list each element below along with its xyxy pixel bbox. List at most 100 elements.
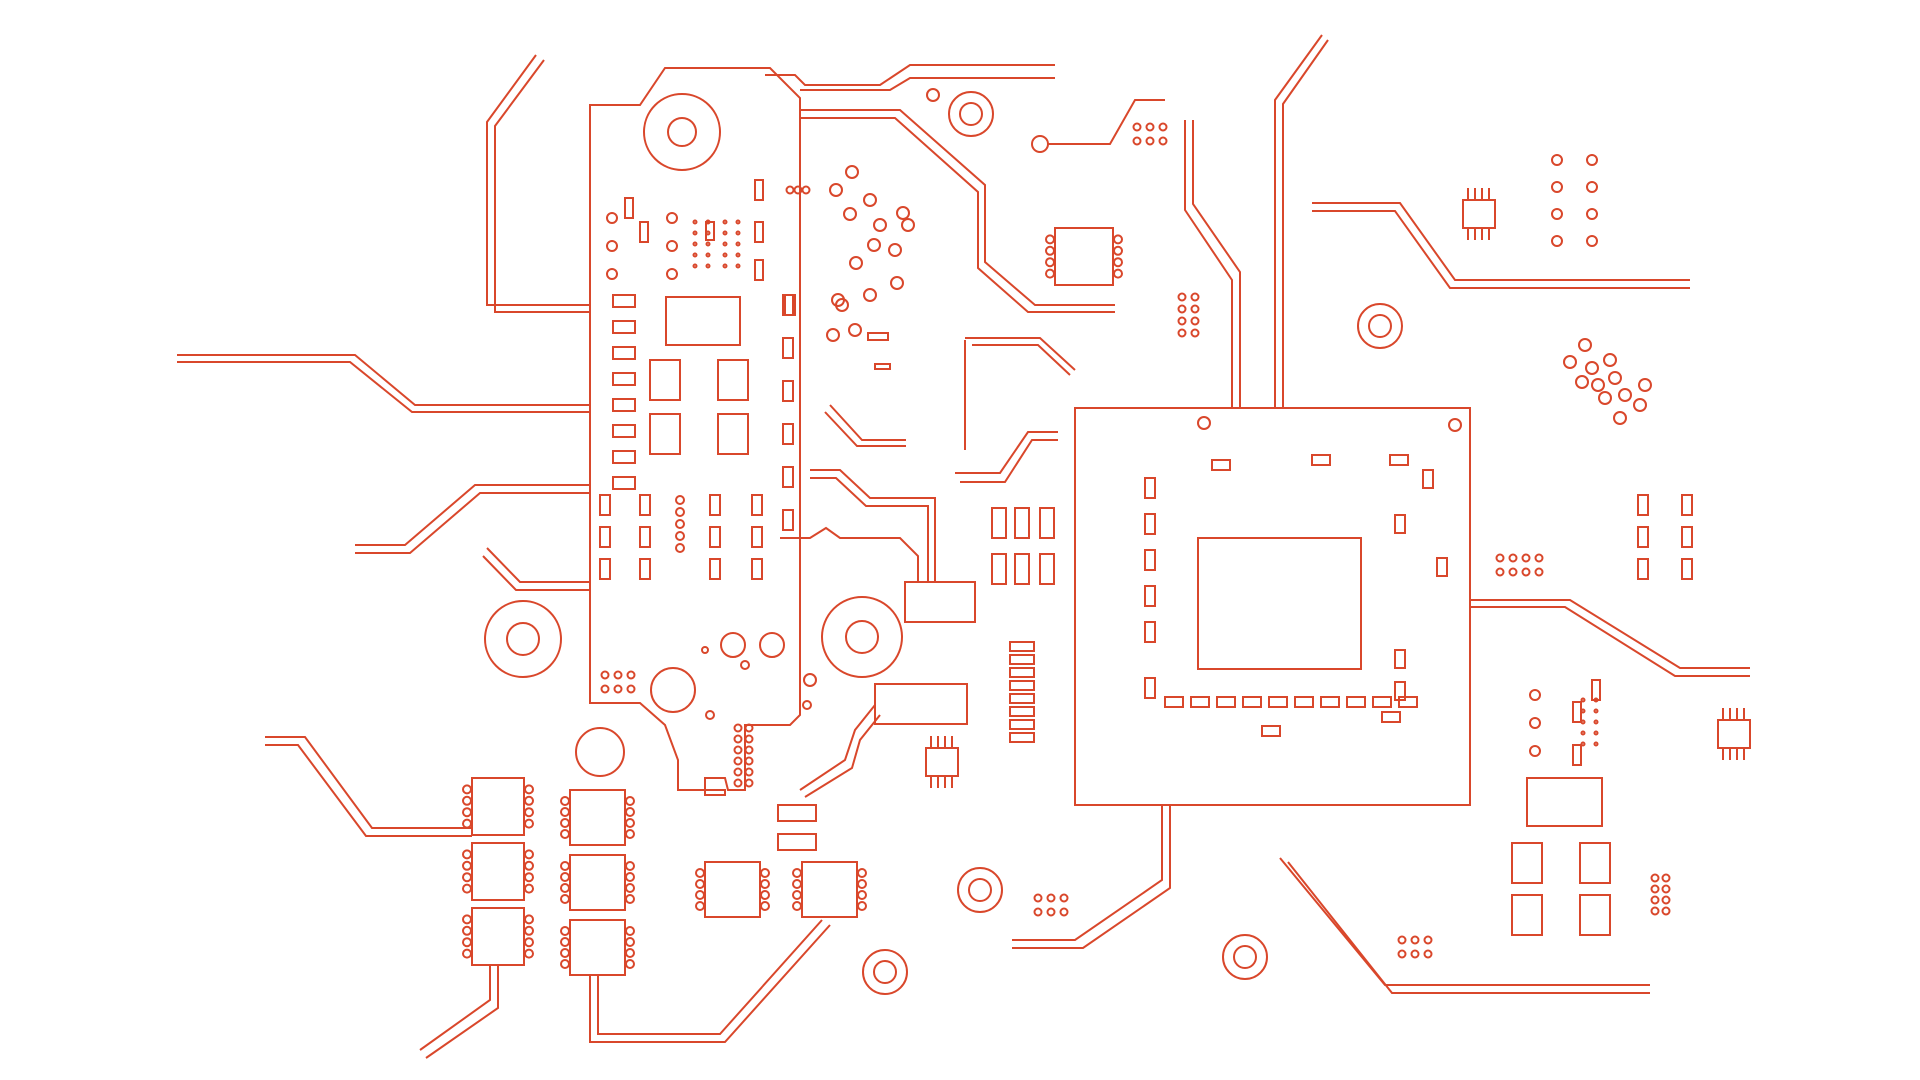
via	[463, 820, 471, 828]
via	[1179, 330, 1186, 337]
smd-pad	[710, 559, 720, 579]
via	[463, 938, 471, 946]
via	[1530, 718, 1540, 728]
smd-pad	[783, 424, 793, 444]
via	[804, 674, 816, 686]
trace	[800, 110, 1115, 305]
pad	[1580, 843, 1610, 883]
via	[735, 758, 742, 765]
via	[735, 725, 742, 732]
smd-pad	[1638, 495, 1648, 515]
via	[1510, 555, 1517, 562]
via	[1192, 330, 1199, 337]
smd-pad	[1682, 495, 1692, 515]
cpu-marker	[1449, 419, 1461, 431]
pad	[1373, 697, 1391, 707]
via	[1192, 294, 1199, 301]
via	[787, 187, 794, 194]
via	[724, 221, 727, 224]
pad	[1512, 843, 1542, 883]
via	[525, 808, 533, 816]
via	[724, 232, 727, 235]
trace	[825, 412, 906, 446]
pad	[778, 805, 816, 821]
trace	[972, 345, 1070, 375]
via	[463, 797, 471, 805]
via	[1595, 732, 1598, 735]
via	[1179, 294, 1186, 301]
via	[1652, 897, 1659, 904]
via	[626, 938, 634, 946]
via	[676, 520, 684, 528]
mounting-hole	[644, 94, 720, 170]
trace	[800, 118, 1115, 312]
via	[1604, 354, 1616, 366]
pad	[1390, 455, 1408, 465]
via	[830, 184, 842, 196]
via	[463, 785, 471, 793]
via	[1046, 235, 1054, 243]
via	[927, 89, 939, 101]
trace	[1275, 35, 1322, 408]
via	[1639, 379, 1651, 391]
smd-pad	[613, 347, 635, 359]
via	[602, 686, 609, 693]
via	[1035, 895, 1042, 902]
via	[626, 797, 634, 805]
via	[607, 269, 617, 279]
via	[694, 221, 697, 224]
via	[626, 927, 634, 935]
trace	[955, 432, 1058, 473]
via	[1530, 746, 1540, 756]
smd-pad	[752, 559, 762, 579]
pad	[1217, 697, 1235, 707]
via	[737, 243, 740, 246]
via	[832, 294, 844, 306]
trace	[965, 338, 1075, 370]
via	[1147, 138, 1154, 145]
cpu-die	[1198, 538, 1361, 669]
via	[1619, 389, 1631, 401]
smd-pad	[1010, 668, 1034, 677]
pad	[650, 414, 680, 454]
pad	[778, 834, 816, 850]
smd-pad	[992, 508, 1006, 538]
via	[1134, 124, 1141, 131]
via	[858, 869, 866, 877]
connector	[875, 684, 967, 724]
pin-header	[1718, 720, 1750, 748]
via	[746, 780, 753, 787]
smd-pad	[755, 222, 763, 242]
pad	[1423, 470, 1433, 488]
via	[696, 869, 704, 877]
left-board-outline	[590, 68, 800, 795]
via	[1552, 236, 1562, 246]
via	[724, 265, 727, 268]
mounting-hole-inner	[507, 623, 539, 655]
smd-pad	[640, 559, 650, 579]
via	[793, 880, 801, 888]
via	[721, 633, 745, 657]
via	[1582, 699, 1585, 702]
trace	[177, 362, 590, 412]
via	[1634, 399, 1646, 411]
via	[463, 862, 471, 870]
smd-pad	[600, 527, 610, 547]
trace	[426, 965, 498, 1058]
via	[827, 329, 839, 341]
smd-pad	[613, 321, 635, 333]
smd-pad	[640, 222, 648, 242]
via	[864, 289, 876, 301]
smd-pad	[1638, 559, 1648, 579]
trace	[810, 470, 935, 582]
via	[707, 243, 710, 246]
via	[1192, 306, 1199, 313]
via	[1523, 555, 1530, 562]
via	[849, 324, 861, 336]
smd-pad	[1573, 745, 1581, 765]
mounting-hole	[949, 92, 993, 136]
via	[1552, 155, 1562, 165]
via	[1114, 258, 1122, 266]
mounting-hole-inner	[668, 118, 696, 146]
